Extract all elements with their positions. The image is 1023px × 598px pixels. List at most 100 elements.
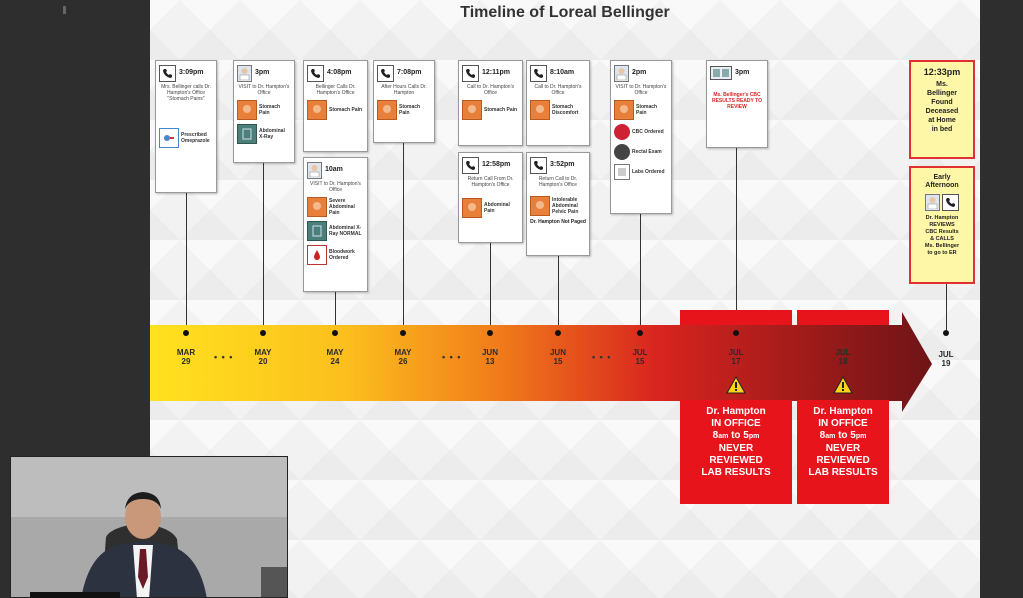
panel-hours-end: to 5 bbox=[728, 430, 749, 441]
panel-hours-end: to 5 bbox=[835, 430, 856, 441]
panel-line: IN OFFICE bbox=[818, 418, 868, 429]
never-reviewed-panel-jul17: Dr. Hampton IN OFFICE 8am to 5pm NEVER R… bbox=[680, 400, 792, 504]
event-card-may26: 7:08pm After Hours Calls Dr. Hampton Sto… bbox=[373, 60, 435, 143]
panel-line: NEVER bbox=[825, 443, 861, 454]
medication-icon bbox=[159, 128, 179, 148]
card-item-label: Stomach Pain bbox=[329, 107, 363, 113]
card-time: 8:10am bbox=[550, 69, 575, 76]
phone-icon bbox=[462, 156, 479, 174]
card-description: Return Call From Dr. Hampton's Office bbox=[467, 176, 514, 188]
box-line: CBC Results bbox=[925, 229, 959, 235]
event-card-may24-call: 4:08pm Bellinger Calls Dr. Hampton's Off… bbox=[303, 60, 368, 152]
panel-hours: 8am to 5pm bbox=[680, 430, 792, 443]
warning-icon bbox=[726, 376, 746, 394]
event-card-jun15-return: 3:52pm Return Call to Dr. Hampton's Offi… bbox=[526, 152, 590, 256]
card-item: Labs Ordered bbox=[614, 164, 668, 180]
timeline-dot bbox=[943, 330, 949, 336]
pain-icon bbox=[307, 100, 327, 120]
card-header: 3pm bbox=[237, 64, 291, 82]
card-item: Prescribed Omeprazole bbox=[159, 128, 213, 148]
panel-hours-pm: pm bbox=[748, 433, 760, 440]
card-description: Ms. Bellinger's CBC RESULTS READY TO REV… bbox=[711, 92, 762, 110]
card-item-label: Labs Ordered bbox=[632, 169, 665, 175]
date-label-jul18: JUL 18 bbox=[823, 348, 863, 366]
box-line: Found bbox=[931, 99, 953, 106]
date-label-may26: MAY 26 bbox=[383, 348, 423, 366]
connector-jul17 bbox=[736, 148, 737, 330]
connector-may24 bbox=[335, 292, 336, 330]
box-line: Ms. Bellinger bbox=[924, 243, 960, 249]
card-item-label: Severe Abdominal Pain bbox=[329, 198, 355, 216]
card-time: 3:52pm bbox=[550, 161, 575, 168]
pain-icon bbox=[462, 198, 482, 218]
card-item: Abdominal X-Ray NORMAL bbox=[307, 221, 364, 241]
event-card-jun13-return: 12:58pm Return Call From Dr. Hampton's O… bbox=[458, 152, 523, 243]
doctor-icon bbox=[237, 64, 252, 82]
pain-icon bbox=[530, 196, 550, 216]
box-line: in bed bbox=[931, 126, 953, 133]
connector-jul15 bbox=[640, 214, 641, 330]
box-line: Dr. Hampton bbox=[925, 215, 959, 221]
card-item-label: Abdominal X-Ray bbox=[259, 128, 285, 140]
heart-icon bbox=[614, 124, 630, 140]
card-item-label: Abdominal X-Ray NORMAL bbox=[329, 225, 362, 237]
date-label-may24: MAY 24 bbox=[315, 348, 355, 366]
card-note: Dr. Hampton Not Paged bbox=[530, 219, 586, 225]
box-description: Dr. Hampton REVIEWS CBC Results & CALLS … bbox=[911, 215, 973, 257]
date-label-jul19: JUL 19 bbox=[926, 350, 966, 368]
card-time: 3pm bbox=[735, 69, 750, 76]
card-item-label: Stomach Pain bbox=[399, 104, 421, 116]
slide-title: Timeline of Loreal Bellinger bbox=[460, 4, 670, 21]
card-header: 3pm bbox=[710, 64, 764, 82]
box-title: Early Afternoon bbox=[911, 174, 973, 190]
card-time: 12:58pm bbox=[482, 161, 511, 168]
panel-line: LAB RESULTS bbox=[808, 467, 878, 478]
box-line: & CALLS bbox=[930, 236, 954, 242]
xray-icon bbox=[307, 221, 327, 241]
card-description: Return Call to Dr. Hampton's Office bbox=[538, 176, 578, 188]
event-box-jul19-reviews: Early Afternoon Dr. Hampton REVIEWS CBC … bbox=[909, 166, 975, 284]
pain-icon bbox=[614, 100, 634, 120]
marker bbox=[63, 6, 66, 14]
card-item: Stomach Pain bbox=[307, 100, 364, 120]
card-item: Abdominal Pain bbox=[462, 198, 519, 218]
card-item-label: Stomach Pain bbox=[259, 104, 281, 116]
blood-test-icon bbox=[307, 245, 327, 265]
card-item-label: Rectal Exam bbox=[632, 149, 662, 155]
panel-line: NEVER bbox=[718, 443, 754, 454]
card-header: 4:08pm bbox=[307, 64, 364, 82]
date-day: 19 bbox=[941, 359, 951, 368]
card-header: 3:52pm bbox=[530, 156, 586, 174]
card-item-label: Prescribed Omeprazole bbox=[181, 132, 210, 144]
date-label-jun15: JUN 15 bbox=[538, 348, 578, 366]
pain-icon bbox=[462, 100, 482, 120]
event-card-mar29: 3:09pm Mrs. Bellinger calls Dr. Hampton'… bbox=[155, 60, 217, 193]
panel-line: REVIEWED bbox=[816, 455, 870, 466]
date-month: JUL bbox=[728, 348, 744, 357]
box-line: Early bbox=[933, 174, 951, 181]
card-time: 12:11pm bbox=[482, 69, 511, 76]
card-item: CBC Ordered bbox=[614, 124, 668, 140]
pain-icon bbox=[530, 100, 550, 120]
phone-icon bbox=[530, 156, 547, 174]
date-month: JUL bbox=[632, 348, 648, 357]
card-item-label: CBC Ordered bbox=[632, 129, 664, 135]
card-item: Abdominal X-Ray bbox=[237, 124, 291, 144]
timeline-dot bbox=[183, 330, 189, 336]
box-description: Ms. Bellinger Found Deceased at Home in … bbox=[911, 80, 973, 134]
box-line: Bellinger bbox=[927, 90, 957, 97]
xray-icon bbox=[237, 124, 257, 144]
speaker-video-inset bbox=[10, 456, 288, 598]
panel-hours-am: am bbox=[718, 433, 729, 440]
timeline-dot bbox=[260, 330, 266, 336]
speaker-figure bbox=[11, 457, 287, 597]
date-day: 15 bbox=[635, 357, 645, 366]
card-item-label: Abdominal Pain bbox=[484, 202, 510, 214]
card-header: 8:10am bbox=[530, 64, 586, 82]
event-card-may20: 3pm VISIT to Dr. Hampton's Office Stomac… bbox=[233, 60, 295, 163]
timeline-dot bbox=[332, 330, 338, 336]
card-header: 12:58pm bbox=[462, 156, 519, 174]
phone-icon bbox=[942, 194, 959, 211]
date-month: JUN bbox=[549, 348, 566, 357]
date-month: MAY bbox=[394, 348, 412, 357]
